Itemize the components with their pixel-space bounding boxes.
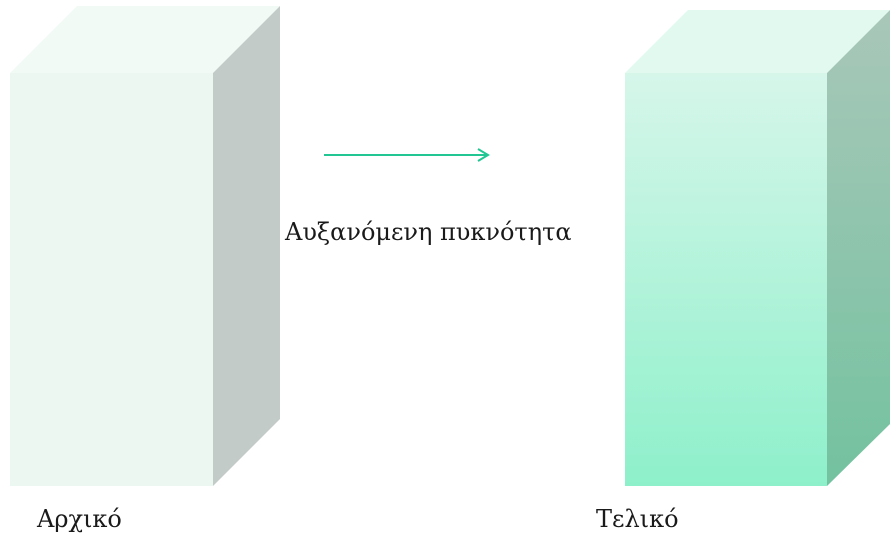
initial-label: Αρχικό [37, 505, 122, 533]
initial-block [10, 6, 280, 486]
initial-block-side [213, 6, 280, 486]
final-label: Τελικό [596, 505, 679, 533]
arrow-caption: Αυξανόμενη πυκνότητα [285, 218, 572, 246]
final-block-top [625, 10, 890, 73]
initial-block-front [10, 73, 213, 486]
initial-block-top [10, 6, 280, 73]
final-block [625, 10, 890, 486]
final-block-front [625, 73, 827, 486]
final-block-side [827, 10, 890, 486]
